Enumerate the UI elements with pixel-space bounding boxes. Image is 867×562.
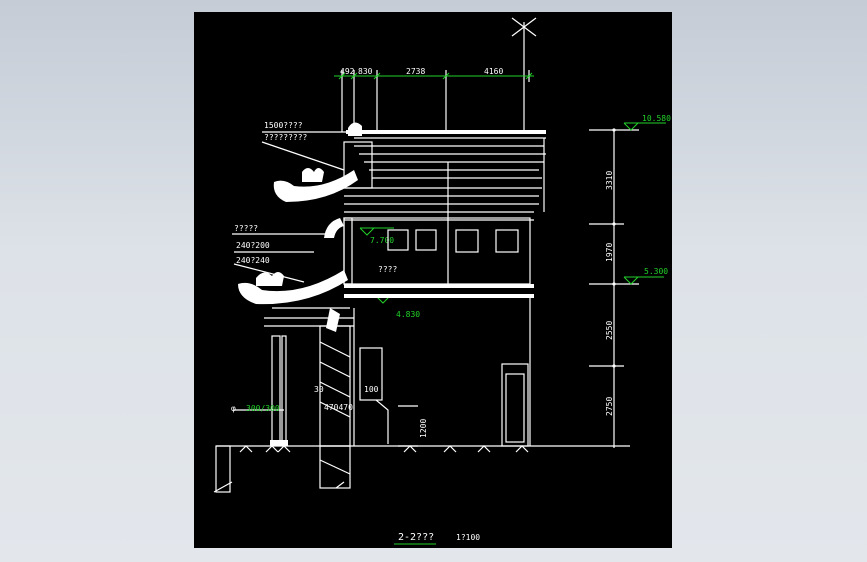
roof-ornament-upper	[273, 122, 362, 202]
dim-2738: 2738	[406, 67, 425, 76]
dim-30: 30	[314, 385, 324, 394]
drawing-title: 2-2???	[398, 532, 434, 543]
dim-100: 100	[364, 385, 379, 394]
porch-columns	[270, 335, 288, 446]
dim-830: 830	[358, 67, 373, 76]
leader-lines	[232, 131, 352, 411]
elevation-mid-label: 5.300	[644, 267, 668, 276]
dim-1970: 1970	[605, 243, 614, 262]
elevation-marker-window	[359, 227, 394, 236]
dim-2550: 2550	[605, 321, 614, 340]
drawing-sheet: 492 830 2738 4160 3310 1970 2550 2750 10…	[194, 12, 672, 548]
dim-1200: 1200	[419, 419, 428, 438]
note-5: 240?240	[236, 256, 270, 265]
dim-4160: 4160	[484, 67, 503, 76]
elevation-top-label: 10.580	[642, 114, 671, 123]
note-2: ?????????	[264, 133, 308, 142]
lower-roof	[238, 218, 354, 332]
axis-marker-icon	[511, 17, 537, 132]
room-label: ????	[378, 265, 397, 274]
ground-line	[213, 445, 529, 493]
elevation-window-label: 7.700	[370, 236, 394, 245]
dim-492: 492	[340, 67, 355, 76]
elevation-marker-mid	[623, 276, 664, 285]
dim-470470: 470470	[324, 403, 353, 412]
note-1: 1500????	[264, 121, 303, 130]
elevation-marker-top	[623, 122, 666, 131]
note-4: 240?200	[236, 241, 270, 250]
dim-2750: 2750	[605, 397, 614, 416]
upper-storey	[343, 217, 534, 298]
column-dim: 300/300	[246, 404, 280, 413]
upper-roof	[343, 130, 546, 222]
right-dimension-line	[394, 128, 639, 448]
dim-3310: 3310	[605, 171, 614, 190]
note-3: ?????	[234, 224, 258, 233]
diameter-symbol: φ	[231, 404, 236, 413]
drawing-scale: 1?100	[456, 533, 480, 542]
elevation-floor-label: 4.830	[396, 310, 420, 319]
section-drawing: 492 830 2738 4160 3310 1970 2550 2750 10…	[213, 17, 671, 545]
lower-storey	[319, 298, 531, 447]
top-dimension-line	[334, 70, 534, 132]
